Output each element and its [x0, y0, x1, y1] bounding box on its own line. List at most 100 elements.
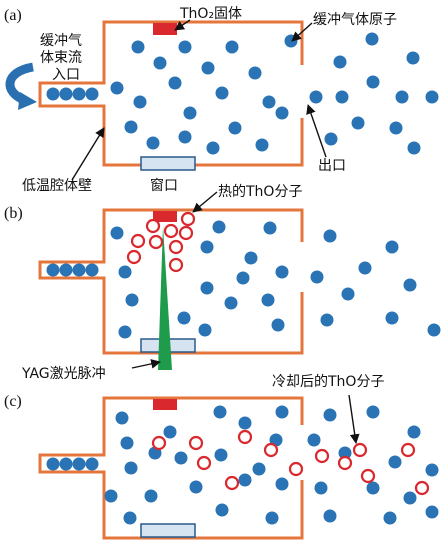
tho-molecule	[163, 223, 179, 239]
buffer-gas-atom	[403, 491, 417, 505]
buffer-gas-atom	[146, 136, 160, 150]
buffer-gas-atom	[110, 81, 124, 95]
label-window: 窗口	[150, 177, 178, 194]
buffer-gas-atom	[198, 323, 212, 337]
arrow-cooled-tho	[348, 394, 360, 444]
buffer-gas-atom	[366, 405, 380, 419]
buffer-gas-atom	[284, 34, 298, 48]
tho-molecule	[168, 257, 184, 273]
buffer-gas-atom	[385, 240, 399, 254]
buffer-gas-atom	[104, 489, 118, 503]
buffer-gas-atom	[214, 448, 228, 462]
tho-molecule	[400, 442, 416, 458]
buffer-gas-atom	[228, 121, 242, 135]
buffer-gas-atom	[309, 90, 323, 104]
tho-molecule	[145, 218, 161, 234]
buffer-gas-atom	[123, 511, 137, 525]
window-c	[140, 523, 196, 538]
buffer-gas-atom	[144, 489, 158, 503]
buffer-gas-atom	[85, 263, 99, 277]
buffer-gas-atom	[275, 265, 289, 279]
buffer-gas-atom	[389, 121, 403, 135]
buffer-gas-atom	[261, 293, 275, 307]
arrow-outlet	[306, 104, 327, 158]
label-outlet: 出口	[318, 158, 346, 174]
buffer-gas-atom	[323, 509, 337, 523]
tho-molecule	[126, 249, 142, 265]
tho2-target-c	[153, 399, 177, 410]
buffer-gas-atom	[275, 106, 289, 120]
tho-molecule	[188, 435, 204, 451]
buffer-gas-atom	[177, 311, 191, 325]
arrow-wall	[71, 127, 105, 181]
inlet-swirl-arrow-head	[18, 92, 37, 110]
tho-molecule	[352, 442, 368, 458]
buffer-gas-atom	[406, 51, 420, 65]
label-inlet-line3: 入口	[52, 67, 80, 83]
buffer-gas-atom	[59, 457, 73, 471]
window-a	[140, 156, 196, 171]
buffer-gas-atom	[425, 463, 439, 477]
tho-molecule	[151, 435, 167, 451]
buffer-gas-atom	[320, 313, 334, 327]
buffer-gas-atom	[310, 270, 324, 284]
buffer-gas-atom	[118, 325, 132, 339]
buffer-gas-atom	[59, 87, 73, 101]
chamber-wall-b	[38, 208, 304, 355]
tho-molecule	[263, 442, 279, 458]
tho-molecule	[130, 233, 146, 249]
buffer-gas-atom	[275, 477, 289, 491]
buffer-gas-atom	[307, 433, 321, 447]
label-inlet-line1: 缓冲气	[40, 33, 82, 49]
buffer-gas-atom	[59, 263, 73, 277]
buffer-gas-atom	[351, 116, 365, 130]
buffer-gas-atom	[72, 87, 86, 101]
buffer-gas-atom	[248, 66, 262, 80]
buffer-gas-atom	[206, 141, 220, 155]
tho-molecule	[196, 455, 212, 471]
label-tho2-solid: ThO₂固体	[179, 6, 242, 22]
label-buffer-atom: 缓冲气体原子	[313, 12, 397, 28]
buffer-gas-atom	[115, 411, 129, 425]
buffer-gas-atom	[407, 141, 421, 155]
buffer-gas-atom	[72, 263, 86, 277]
tho-molecule	[360, 468, 376, 484]
buffer-gas-atom	[425, 505, 439, 519]
chamber-wall-a	[38, 20, 304, 167]
buffer-gas-atom	[238, 473, 252, 487]
buffer-gas-atom	[178, 40, 192, 54]
buffer-gas-atom	[427, 323, 441, 337]
buffer-gas-atom	[403, 278, 417, 292]
buffer-gas-atom	[333, 55, 347, 69]
panel-label-b: (b)	[4, 205, 23, 222]
buffer-gas-atom	[110, 226, 124, 240]
buffer-gas-atom	[118, 265, 132, 279]
buffer-gas-atom	[215, 503, 229, 517]
buffer-gas-atom	[215, 86, 229, 100]
tho-molecule	[237, 429, 253, 445]
buffer-gas-atom	[407, 425, 421, 439]
buffer-gas-atom	[189, 480, 203, 494]
buffer-gas-atom	[275, 405, 289, 419]
buffer-gas-atom	[225, 40, 239, 54]
buffer-gas-atom	[314, 481, 328, 495]
buffer-gas-atom	[168, 76, 182, 90]
tho-molecule	[314, 448, 330, 464]
tho2-target-a	[153, 23, 177, 35]
buffer-gas-atom	[85, 457, 99, 471]
arrow-yag	[131, 359, 161, 369]
tho-molecule	[180, 211, 196, 227]
buffer-gas-atom	[323, 408, 337, 422]
buffer-gas-atom	[85, 87, 99, 101]
particles	[46, 32, 441, 525]
buffer-gas-atom	[200, 240, 214, 254]
buffer-gas-atom	[224, 296, 238, 310]
buffer-gas-atom	[323, 229, 337, 243]
buffer-gas-atom	[124, 461, 138, 475]
buffer-gas-atom	[338, 446, 352, 460]
buffer-gas-atom	[120, 436, 134, 450]
buffer-gas-atom	[366, 75, 380, 89]
buffer-gas-atom	[174, 451, 188, 465]
